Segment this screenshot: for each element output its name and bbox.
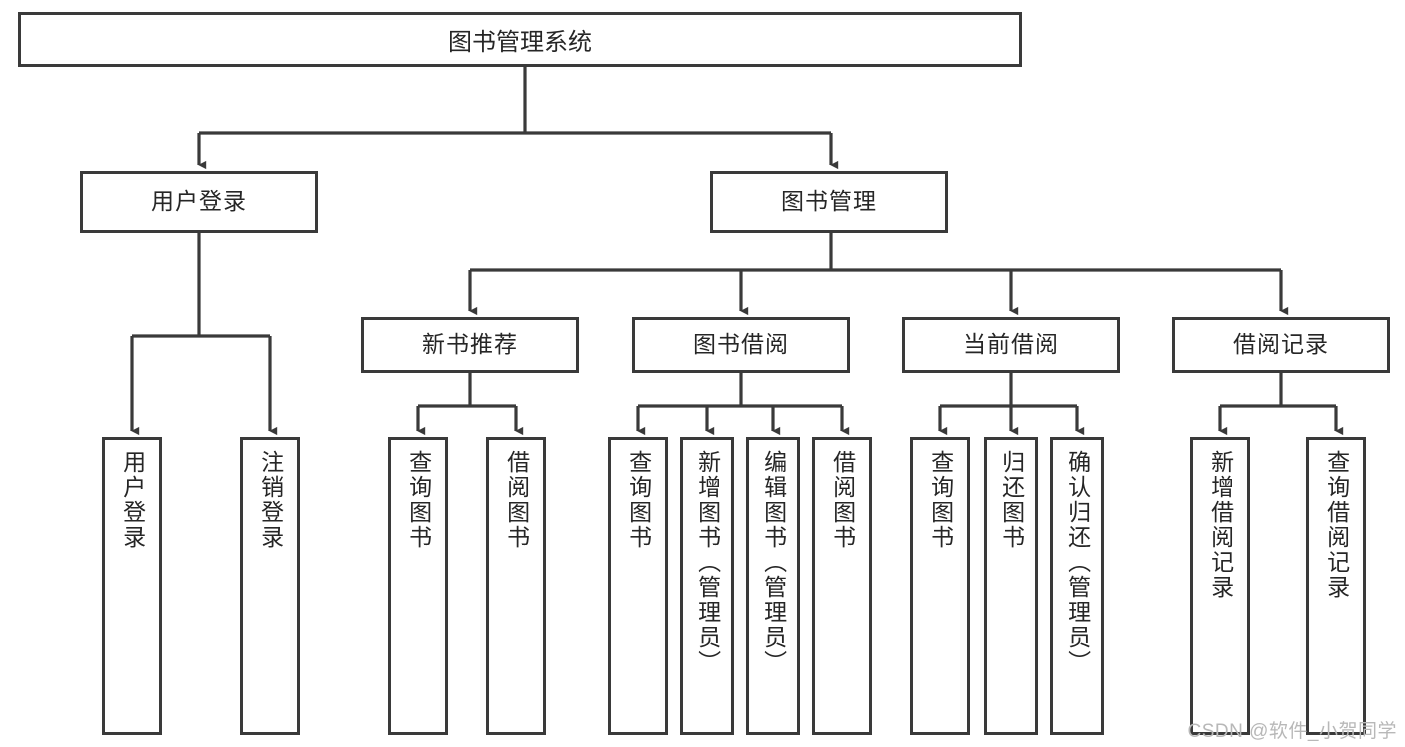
node-book-borrow[interactable]: 图书借阅	[632, 317, 850, 373]
leaf-confirm-return-admin[interactable]: 确认归还（管理员）	[1050, 437, 1104, 735]
node-label: 图书管理系统	[448, 29, 592, 56]
node-user-login[interactable]: 用户登录	[80, 171, 318, 233]
leaf-user-login[interactable]: 用户登录	[102, 437, 162, 735]
leaf-query-borrow-record[interactable]: 查询借阅记录	[1306, 437, 1366, 735]
leaf-logout[interactable]: 注销登录	[240, 437, 300, 735]
leaf-label: 用户登录	[119, 450, 146, 550]
leaf-label: 查询图书	[927, 450, 954, 550]
watermark-text: CSDN @软件_小贺同学	[1187, 721, 1397, 742]
leaf-query-book-borrow[interactable]: 查询图书	[608, 437, 668, 735]
node-label: 图书管理	[781, 188, 877, 215]
leaf-label: 编辑图书（管理员）	[760, 450, 787, 675]
leaf-edit-book-admin[interactable]: 编辑图书（管理员）	[746, 437, 800, 735]
leaf-add-borrow-record[interactable]: 新增借阅记录	[1190, 437, 1250, 735]
leaf-borrow-book-recommend[interactable]: 借阅图书	[486, 437, 546, 735]
leaf-add-book-admin[interactable]: 新增图书（管理员）	[680, 437, 734, 735]
node-label: 用户登录	[151, 188, 247, 215]
leaf-query-book-recommend[interactable]: 查询图书	[388, 437, 448, 735]
leaf-label: 注销登录	[257, 450, 284, 550]
node-label: 图书借阅	[693, 331, 789, 358]
leaf-label: 查询图书	[625, 450, 652, 550]
leaf-label: 归还图书	[998, 450, 1025, 550]
leaf-label: 借阅图书	[829, 450, 856, 550]
node-label: 新书推荐	[422, 331, 518, 358]
node-label: 当前借阅	[963, 331, 1059, 358]
leaf-label: 借阅图书	[503, 450, 530, 550]
node-book-management[interactable]: 图书管理	[710, 171, 948, 233]
leaf-label: 新增借阅记录	[1207, 450, 1234, 600]
leaf-label: 查询图书	[405, 450, 432, 550]
leaf-borrow-book[interactable]: 借阅图书	[812, 437, 872, 735]
leaf-label: 确认归还（管理员）	[1064, 450, 1091, 675]
leaf-label: 新增图书（管理员）	[694, 450, 721, 675]
node-borrow-record[interactable]: 借阅记录	[1172, 317, 1390, 373]
node-label: 借阅记录	[1233, 331, 1329, 358]
leaf-return-book[interactable]: 归还图书	[984, 437, 1038, 735]
node-new-book-recommend[interactable]: 新书推荐	[361, 317, 579, 373]
leaf-query-book-current[interactable]: 查询图书	[910, 437, 970, 735]
node-root-system[interactable]: 图书管理系统	[18, 12, 1022, 67]
leaf-label: 查询借阅记录	[1323, 450, 1350, 600]
node-current-borrow[interactable]: 当前借阅	[902, 317, 1120, 373]
